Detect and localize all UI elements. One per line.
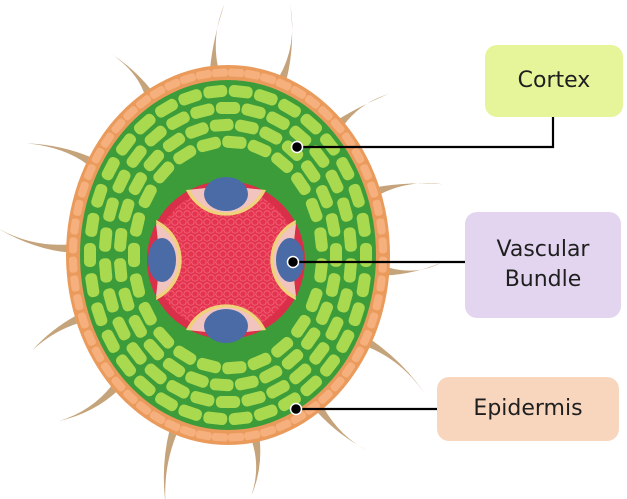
cortex-cell (343, 227, 357, 252)
epidermis-cell (69, 237, 78, 253)
cortex-cell (209, 378, 233, 392)
vascular-leader-dot (288, 257, 299, 268)
cortex-leader-dot (292, 142, 303, 153)
cortex-cell (99, 258, 113, 283)
root-hair (210, 4, 225, 68)
cortex-cell (330, 243, 342, 267)
cortex-cell (114, 258, 128, 283)
root-hair (27, 143, 92, 164)
epidermis-cell (228, 68, 244, 77)
epidermis-cell (228, 433, 244, 442)
cortex-label-box: Cortex (485, 45, 623, 117)
root-hair (110, 53, 152, 94)
epidermis-label: Epidermis (473, 394, 582, 424)
epidermis-cell (378, 237, 387, 253)
cortex-cell (216, 396, 240, 408)
epidermis-cell (212, 433, 228, 442)
epidermis-cell (69, 256, 78, 272)
cortex-cell (99, 227, 113, 252)
epidermis-cell (212, 68, 228, 77)
root-hair (338, 94, 388, 125)
cortex-cell (128, 243, 140, 267)
root-hair (367, 340, 424, 394)
epidermis-label-box: Epidermis (437, 377, 619, 441)
root-hair (164, 430, 177, 499)
epidermis-leader-dot (291, 404, 302, 415)
root-hair (59, 385, 118, 421)
cortex-cell (114, 228, 128, 253)
cortex-cell (222, 361, 247, 375)
epidermis-cell (378, 256, 387, 272)
cortex-cell (209, 118, 233, 132)
vascular-bundle-label: Vascular Bundle (497, 235, 590, 294)
root-hair (279, 4, 292, 80)
cortex-cell (216, 102, 240, 114)
root-hair (377, 183, 443, 194)
root-hair (316, 407, 369, 452)
vascular-bundle-label-box: Vascular Bundle (465, 212, 621, 318)
cortex-cell (84, 243, 96, 267)
root-hair (32, 316, 79, 351)
cortex-label: Cortex (518, 66, 591, 96)
root-hair (387, 262, 442, 275)
root-hair (252, 439, 261, 495)
cortex-cell (360, 243, 372, 267)
cortex-cell (222, 135, 247, 149)
root-hair (0, 227, 68, 252)
